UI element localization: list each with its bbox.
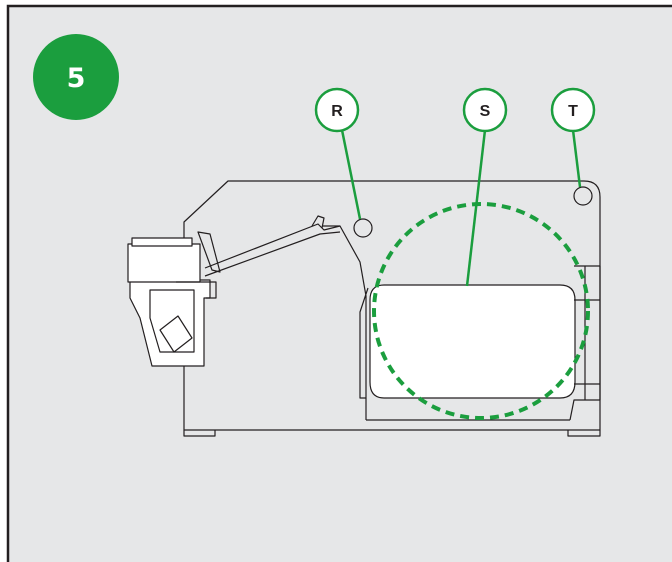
callout-t-circle — [550, 87, 596, 133]
cartridge-clip — [176, 281, 217, 299]
device-illustration — [127, 180, 601, 437]
callout-r-letter: R — [331, 103, 343, 120]
device-foot-right — [567, 430, 601, 437]
device-lever-arm — [204, 223, 341, 277]
callout-s-circle — [462, 87, 508, 133]
callout-s: S — [462, 87, 508, 133]
cartridge-block — [159, 315, 193, 353]
highlight-circle — [372, 202, 590, 420]
leader-s — [465, 129, 487, 287]
callout-r: R — [314, 87, 360, 133]
step-badge-circle — [33, 34, 119, 120]
leader-r — [340, 129, 362, 220]
step-badge: 5 — [33, 34, 119, 120]
callout-r-circle — [314, 87, 360, 133]
device-window — [369, 284, 576, 399]
callout-leaders — [340, 129, 582, 287]
callout-t-letter: T — [568, 103, 578, 120]
device-hinge — [197, 231, 221, 273]
screw-hole-r — [353, 218, 373, 238]
callout-s-letter: S — [480, 103, 491, 120]
device-foot-left — [183, 430, 216, 437]
cartridge-top — [127, 243, 201, 283]
step-number: 5 — [67, 63, 86, 94]
leader-t — [571, 129, 582, 188]
screw-hole-t — [573, 186, 593, 206]
device-lever-tab — [311, 215, 325, 229]
cartridge-cap — [131, 237, 193, 247]
callout-t: T — [550, 87, 596, 133]
cartridge-inner — [149, 289, 195, 353]
device-right-module — [569, 265, 601, 421]
device-inner-cavity — [322, 225, 369, 399]
